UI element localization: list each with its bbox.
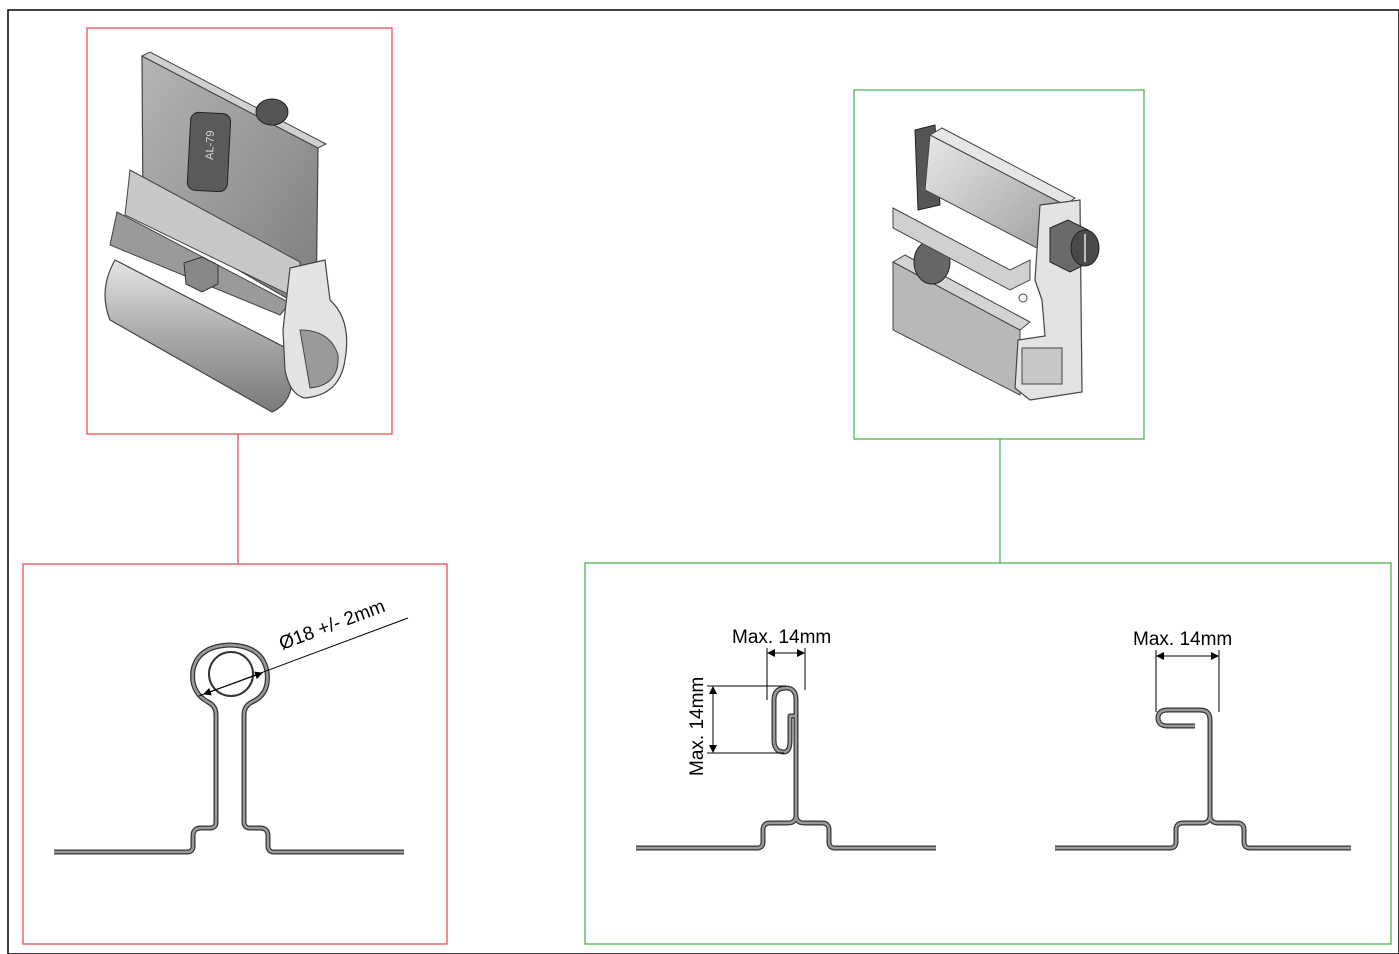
angle-seam-profile: [1055, 707, 1351, 851]
round-clamp-frame: [86, 27, 393, 435]
angle-seam-width-label: Max. 14mm: [1133, 629, 1232, 650]
part-marking: AL-79: [204, 130, 217, 160]
outer-frame: [7, 9, 1399, 954]
round-seam-frame: [22, 563, 448, 945]
round-clamp-panel: AL-79: [86, 27, 393, 564]
double-fold-seam-profile: [636, 685, 936, 851]
angle-clamp-panel: [853, 89, 1145, 563]
fold-seams-panel: Max. 14mm Max. 14mm Max. 14mm: [584, 562, 1392, 945]
round-seam-clamp-render: AL-79: [104, 51, 348, 413]
fold-seams-frame: [584, 562, 1392, 945]
double-fold-height-label: Max. 14mm: [687, 677, 708, 776]
round-seam-profile: [54, 642, 404, 855]
double-fold-width-label: Max. 14mm: [732, 627, 831, 648]
angle-clamp-frame: [853, 89, 1145, 440]
round-seam-panel: Ø18 +/- 2mm: [22, 563, 448, 945]
angle-seam-clamp-render: [891, 124, 1100, 401]
